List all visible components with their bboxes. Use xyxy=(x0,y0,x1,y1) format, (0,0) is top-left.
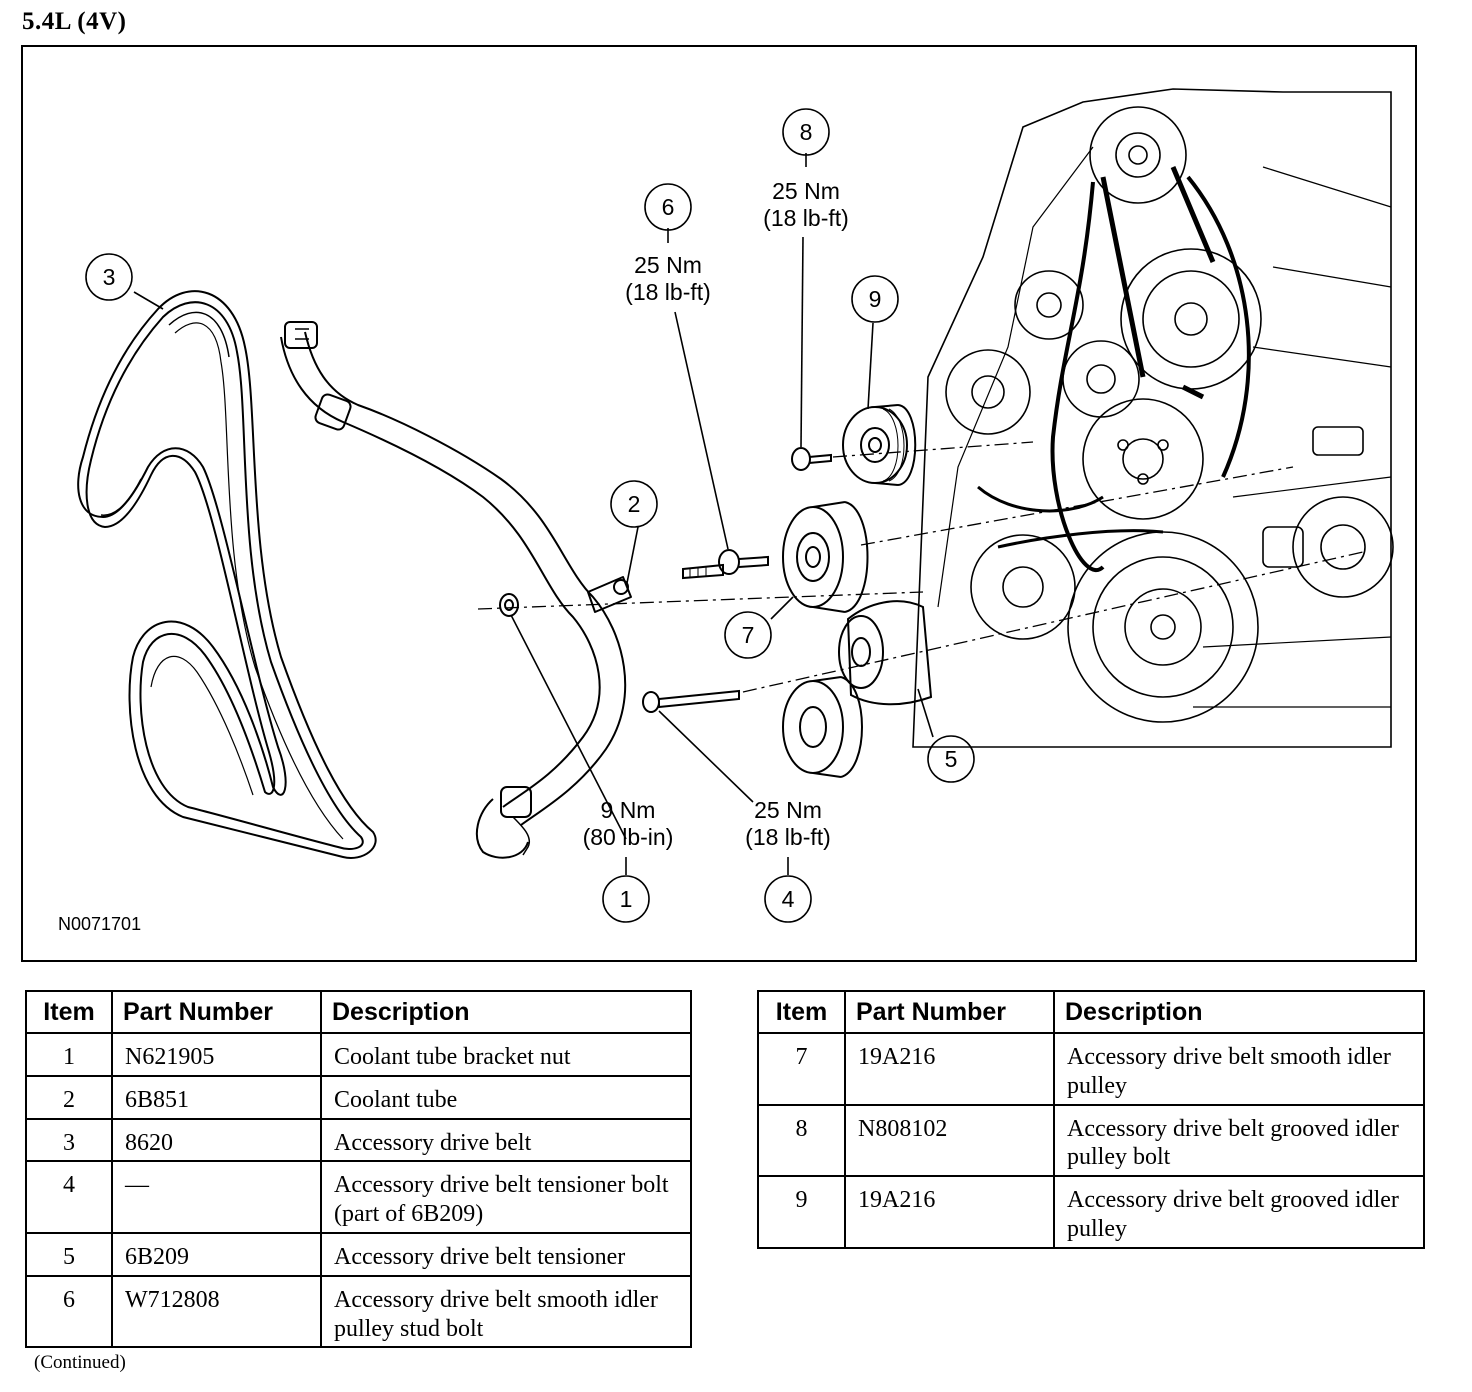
cell-item: 5 xyxy=(25,1231,113,1277)
belt-tensioner xyxy=(782,600,933,778)
torque-8-metric: 25 Nm xyxy=(772,178,840,204)
cell-description: Accessory drive belt smooth idler pulley xyxy=(1053,1032,1425,1106)
torque-6-imperial: (18 lb-ft) xyxy=(625,279,711,305)
callout-2-number: 2 xyxy=(628,491,641,517)
cell-description: Coolant tube xyxy=(320,1074,692,1120)
cell-item: 2 xyxy=(25,1074,113,1120)
engine-front-cover xyxy=(912,88,1394,748)
column-header-part-number: Part Number xyxy=(844,990,1055,1034)
coolant-tube-bracket-nut xyxy=(499,593,519,617)
cell-description: Accessory drive belt grooved idler pulle… xyxy=(1053,1103,1425,1178)
cell-description: Accessory drive belt tensioner bolt (par… xyxy=(320,1160,692,1234)
cell-description: Accessory drive belt xyxy=(320,1117,692,1163)
column-header-description: Description xyxy=(320,990,692,1034)
callout-circles xyxy=(85,108,975,923)
cell-item: 8 xyxy=(757,1103,846,1178)
callout-5-number: 5 xyxy=(945,746,958,772)
cell-description: Coolant tube bracket nut xyxy=(320,1032,692,1077)
torque-1-metric: 9 Nm xyxy=(601,797,656,823)
cell-item: 4 xyxy=(25,1160,113,1234)
callout-1-number: 1 xyxy=(620,886,633,912)
table-header-row: Item Part Number Description xyxy=(25,990,692,1034)
cell-item: 9 xyxy=(757,1175,846,1249)
cell-part-number: 6B851 xyxy=(111,1074,322,1120)
table-header-row: Item Part Number Description xyxy=(757,990,1425,1034)
table-row: 3 8620 Accessory drive belt xyxy=(25,1117,692,1163)
callout-4-number: 4 xyxy=(782,886,795,912)
parts-table-right: Item Part Number Description 7 19A216 Ac… xyxy=(757,990,1425,1249)
grooved-idler-pulley xyxy=(842,404,917,486)
torque-4-metric: 25 Nm xyxy=(754,797,822,823)
torque-6-metric: 25 Nm xyxy=(634,252,702,278)
coolant-tube xyxy=(280,321,632,859)
table-row: 9 19A216 Accessory drive belt grooved id… xyxy=(757,1175,1425,1249)
callout-9-number: 9 xyxy=(869,286,882,312)
cell-part-number: 19A216 xyxy=(844,1175,1055,1249)
continued-note: (Continued) xyxy=(34,1352,126,1373)
cell-part-number: 19A216 xyxy=(844,1032,1055,1106)
callout-6-number: 6 xyxy=(662,194,675,220)
leader-lines xyxy=(133,153,934,875)
smooth-idler-pulley xyxy=(782,501,869,613)
cell-part-number: 6B209 xyxy=(111,1231,322,1277)
cell-description: Accessory drive belt smooth idler pulley… xyxy=(320,1274,692,1349)
accessory-drive-belt xyxy=(77,290,377,859)
cell-item: 1 xyxy=(25,1032,113,1077)
table-row: 4 — Accessory drive belt tensioner bolt … xyxy=(25,1160,692,1234)
table-row: 8 N808102 Accessory drive belt grooved i… xyxy=(757,1103,1425,1178)
torque-4-imperial: (18 lb-ft) xyxy=(745,824,831,850)
torque-1-imperial: (80 lb-in) xyxy=(583,824,674,850)
cell-part-number: 8620 xyxy=(111,1117,322,1163)
figure-id: N0071701 xyxy=(58,914,141,934)
page-heading: 5.4L (4V) xyxy=(22,8,127,35)
column-header-item: Item xyxy=(25,990,113,1034)
callout-8-number: 8 xyxy=(800,119,813,145)
cell-item: 7 xyxy=(757,1032,846,1106)
table-row: 6 W712808 Accessory drive belt smooth id… xyxy=(25,1274,692,1349)
torque-8-imperial: (18 lb-ft) xyxy=(763,205,849,231)
cell-description: Accessory drive belt tensioner xyxy=(320,1231,692,1277)
cell-part-number: W712808 xyxy=(111,1274,322,1349)
cell-description: Accessory drive belt grooved idler pulle… xyxy=(1053,1175,1425,1249)
tensioner-bolt xyxy=(642,689,740,713)
cell-part-number: N621905 xyxy=(111,1032,322,1077)
callout-7-number: 7 xyxy=(742,622,755,648)
parts-table-left: Item Part Number Description 1 N621905 C… xyxy=(25,990,692,1349)
column-header-part-number: Part Number xyxy=(111,990,322,1034)
column-header-item: Item xyxy=(757,990,846,1034)
alignment-lines xyxy=(477,441,1364,693)
table-row: 2 6B851 Coolant tube xyxy=(25,1074,692,1120)
cell-item: 6 xyxy=(25,1274,113,1349)
callout-3-number: 3 xyxy=(103,264,116,290)
table-row: 7 19A216 Accessory drive belt smooth idl… xyxy=(757,1032,1425,1106)
cell-item: 3 xyxy=(25,1117,113,1163)
table-row: 1 N621905 Coolant tube bracket nut xyxy=(25,1032,692,1077)
table-row: 5 6B209 Accessory drive belt tensioner xyxy=(25,1231,692,1277)
column-header-description: Description xyxy=(1053,990,1425,1034)
grooved-idler-pulley-bolt xyxy=(791,447,832,471)
cell-part-number: N808102 xyxy=(844,1103,1055,1178)
exploded-view-figure: 1 2 3 4 5 6 7 8 9 9 Nm (80 lb-in) 25 Nm … xyxy=(21,45,1417,962)
smooth-idler-pulley-stud-bolt xyxy=(682,549,769,580)
cell-part-number: — xyxy=(111,1160,322,1234)
